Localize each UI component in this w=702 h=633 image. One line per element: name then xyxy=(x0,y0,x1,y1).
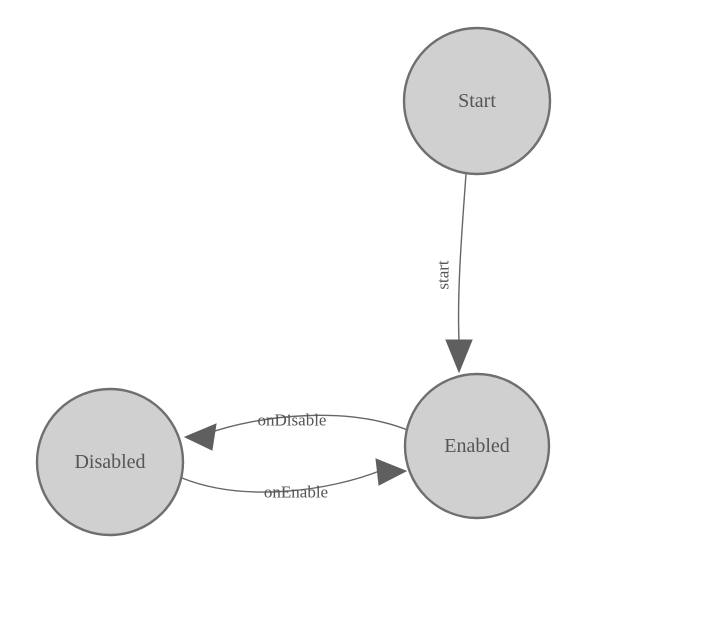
state-node-disabled[interactable]: Disabled xyxy=(35,387,185,537)
state-node-disabled-label: Disabled xyxy=(74,451,145,473)
state-node-start-label: Start xyxy=(458,90,496,112)
arrowhead-icon-on-disable xyxy=(183,423,217,451)
state-node-start[interactable]: Start xyxy=(402,26,552,176)
state-node-enabled[interactable]: Enabled xyxy=(403,372,551,520)
edge-path-on-disable xyxy=(205,414,411,435)
edge-label-on-disable: onDisable xyxy=(258,411,327,430)
arrowhead-icon-on-enable xyxy=(375,458,408,486)
edge-disabled-to-enabled[interactable]: onEnable xyxy=(181,458,408,502)
edge-enabled-to-disabled[interactable]: onDisable xyxy=(183,411,411,451)
arrowhead-icon-start xyxy=(445,339,473,374)
state-node-start-circle xyxy=(402,26,552,176)
state-node-disabled-circle xyxy=(35,387,185,537)
edge-label-start: start xyxy=(434,260,453,290)
edge-label-on-enable: onEnable xyxy=(264,483,328,502)
state-node-enabled-label: Enabled xyxy=(444,435,510,457)
state-node-enabled-circle xyxy=(403,372,551,520)
edge-start-to-enabled[interactable]: start xyxy=(434,173,473,374)
edge-path-on-enable xyxy=(181,469,383,493)
edge-path-start xyxy=(457,173,467,342)
